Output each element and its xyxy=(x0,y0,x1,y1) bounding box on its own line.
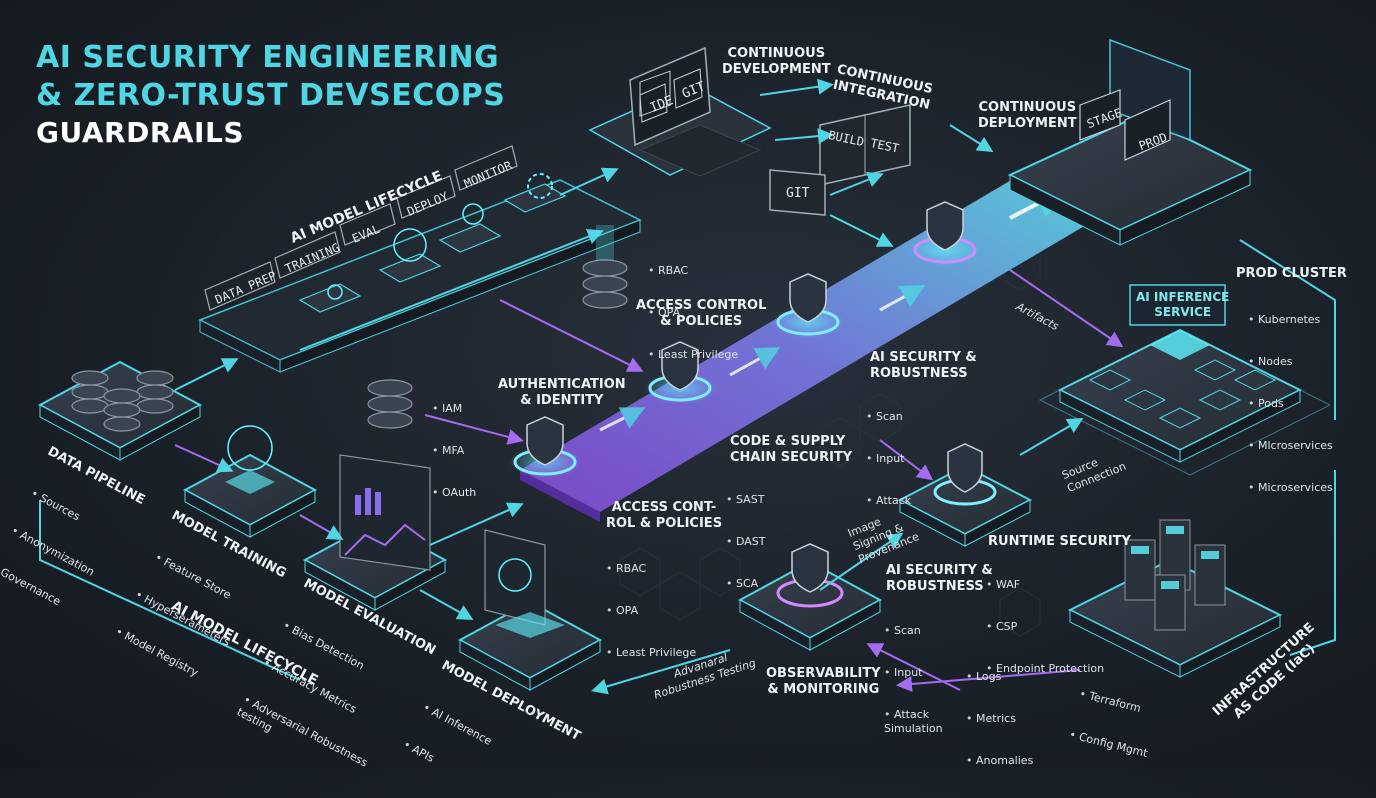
observability-list: Logs Metrics Anomalies xyxy=(966,642,1033,782)
model-training-platform xyxy=(182,425,318,538)
prod-cluster-item: Mlcroservices xyxy=(1248,439,1333,453)
auth-item: MFA xyxy=(432,444,476,458)
access-bottom-list: RBAC OPA Least Privilege xyxy=(606,534,696,674)
model-deployment-platform xyxy=(457,529,603,691)
observability-label: OBSERVABILITY & MONITORING xyxy=(766,666,881,697)
data-pipeline-item: Anonymization xyxy=(9,524,97,580)
access-top-list: RBAC OPA Least Privilege xyxy=(648,236,738,376)
observability-item: Anomalies xyxy=(966,754,1033,768)
access-control-top-label: ACCESS CONTROL & POLICIES xyxy=(636,298,767,329)
prod-cluster-item: Kubernetes xyxy=(1248,313,1333,327)
deployment-server xyxy=(1007,38,1253,246)
continuous-development-label: CONTINUOUS DEVELOPMENT xyxy=(722,46,831,77)
prod-cluster-list: Kubernetes Nodes Pods Mlcroservices Micr… xyxy=(1248,285,1333,509)
title-line-2: & ZERO-TRUST DEVSECOPS xyxy=(36,78,506,113)
auth-item: OAuth xyxy=(432,486,476,500)
model-deployment-item: APIs xyxy=(401,738,475,786)
runtime-security-platform xyxy=(897,443,1033,547)
access-bottom-item: Least Privilege xyxy=(606,646,696,660)
infra-item: Config Mgmt xyxy=(1068,728,1149,761)
title-line-1: AI SECURITY ENGINEERING xyxy=(36,40,500,75)
code-supply-label: CODE & SUPPLY CHAIN SECURITY xyxy=(730,434,853,465)
code-supply-item: DAST xyxy=(726,535,766,549)
ai-security-top-label: AI SECURITY & ROBUSTNESS xyxy=(870,350,977,381)
auth-item: IAM xyxy=(432,402,476,416)
ai-security-top-item: Scan xyxy=(866,410,911,424)
access-bottom-item: RBAC xyxy=(606,562,696,576)
runtime-item: CSP xyxy=(986,620,1104,634)
database-stack-top xyxy=(582,225,628,309)
shield-access-upper xyxy=(772,273,844,338)
alert-icon xyxy=(327,284,343,300)
ai-security-bottom-list: Scan Input Attack Simulation xyxy=(884,596,943,750)
ai-security-bottom-label: AI SECURITY & ROBUSTNESS xyxy=(886,563,993,594)
runtime-list: WAF CSP Endpoint Protection xyxy=(986,550,1104,690)
prod-cluster-item: Microservices xyxy=(1248,481,1333,495)
access-control-bottom-label: ACCESS CONT- ROL & POLICIES xyxy=(606,500,723,531)
runtime-security-label: RUNTIME SECURITY xyxy=(988,534,1131,549)
prod-cluster-heading: PROD CLUSTER xyxy=(1236,266,1347,281)
continuous-deployment-label: CONTINUOUS DEPLOYMENT xyxy=(978,100,1077,131)
model-evaluation-platform xyxy=(302,454,448,611)
neural-net-icon xyxy=(393,228,427,262)
observability-item: Logs xyxy=(966,670,1033,684)
data-pipeline-platform xyxy=(37,360,203,461)
lifecycle-panel xyxy=(198,145,642,373)
code-supply-list: SAST DAST SCA xyxy=(726,465,766,605)
ai-security-bottom-item: Scan xyxy=(884,624,943,638)
ai-security-top-list: Scan Input Attack xyxy=(866,382,911,522)
ai-security-top-item: Attack xyxy=(866,494,911,508)
prod-cluster-platform xyxy=(1038,284,1332,476)
access-top-item: OPA xyxy=(648,306,738,320)
infra-item: Terraform xyxy=(1078,687,1159,720)
lifecycle-stage-tabs xyxy=(204,145,518,311)
code-supply-item: SCA xyxy=(726,577,766,591)
build-test-box xyxy=(819,104,911,186)
runtime-item: WAF xyxy=(986,578,1104,592)
observability-platform xyxy=(737,543,883,651)
access-top-item: RBAC xyxy=(648,264,738,278)
access-top-item: Least Privilege xyxy=(648,348,738,362)
database-stack-auth xyxy=(367,379,413,429)
title-line-3: GUARDRAILS xyxy=(36,116,244,149)
ai-security-bottom-item: Input xyxy=(884,666,943,680)
prod-cluster-item: Pods xyxy=(1248,397,1333,411)
auth-list: IAM MFA OAuth xyxy=(432,374,476,514)
git-box-label: GIT xyxy=(786,186,810,201)
shield-auth xyxy=(509,416,581,478)
model-deployment-item: AI Inference xyxy=(420,701,494,749)
network-icon xyxy=(462,203,484,225)
authentication-label: AUTHENTICATION & IDENTITY xyxy=(498,377,626,408)
ai-inference-service-label: AI INFERENCE SERVICE xyxy=(1136,290,1230,319)
git-box xyxy=(769,169,826,216)
prod-cluster-item: Nodes xyxy=(1248,355,1333,369)
diagram-canvas xyxy=(37,38,1336,695)
ai-security-bottom-item: Attack Simulation xyxy=(884,708,943,736)
lifecycle-cubes xyxy=(298,183,567,313)
data-pipeline-item: Sources xyxy=(28,487,116,543)
access-bottom-item: OPA xyxy=(606,604,696,618)
gear-icon xyxy=(527,173,553,199)
code-supply-item: SAST xyxy=(726,493,766,507)
observability-item: Metrics xyxy=(966,712,1033,726)
infrastructure-platform xyxy=(1067,519,1283,678)
ai-security-top-item: Input xyxy=(866,452,911,466)
laptop-ide xyxy=(588,46,772,177)
shield-deploy xyxy=(909,201,981,266)
